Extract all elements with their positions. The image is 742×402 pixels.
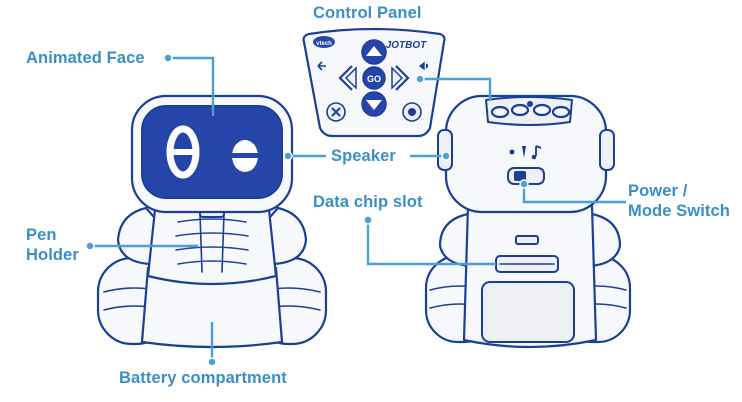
power-mode-switch-label: Power / Mode Switch [628,181,730,221]
data-chip-slot-label: Data chip slot [313,192,423,212]
remote-logo: vtech [316,41,332,47]
arrow-up-icon[interactable] [362,40,386,64]
power-label-line2: Mode Switch [628,201,730,221]
remote-brand: JOTBOT [386,40,427,51]
remote-dock [486,97,572,125]
control-panel-label: Control Panel [313,3,422,23]
pen-holder-label-line2: Holder [26,245,79,265]
go-label: GO [367,74,381,84]
front-robot [98,96,326,347]
back-robot [426,96,630,347]
power-label-line1: Power / [628,181,730,201]
pen-holder-label: Pen Holder [26,225,79,265]
arrow-down-icon[interactable] [362,92,386,116]
back-right-speaker [600,130,614,170]
go-button-icon[interactable]: GO [363,67,385,89]
animated-face-screen [142,106,282,198]
cancel-x-icon[interactable] [327,103,345,121]
animated-face-label: Animated Face [26,48,145,68]
battery-compartment-label: Battery compartment [119,368,287,388]
control-panel-remote: vtech JOTBOT GO [304,29,445,136]
music-button-icon[interactable] [403,103,421,121]
speaker-label: Speaker [331,146,396,166]
battery-lid [482,282,574,342]
pen-holder-label-line1: Pen [26,225,79,245]
back-left-speaker [438,130,452,170]
